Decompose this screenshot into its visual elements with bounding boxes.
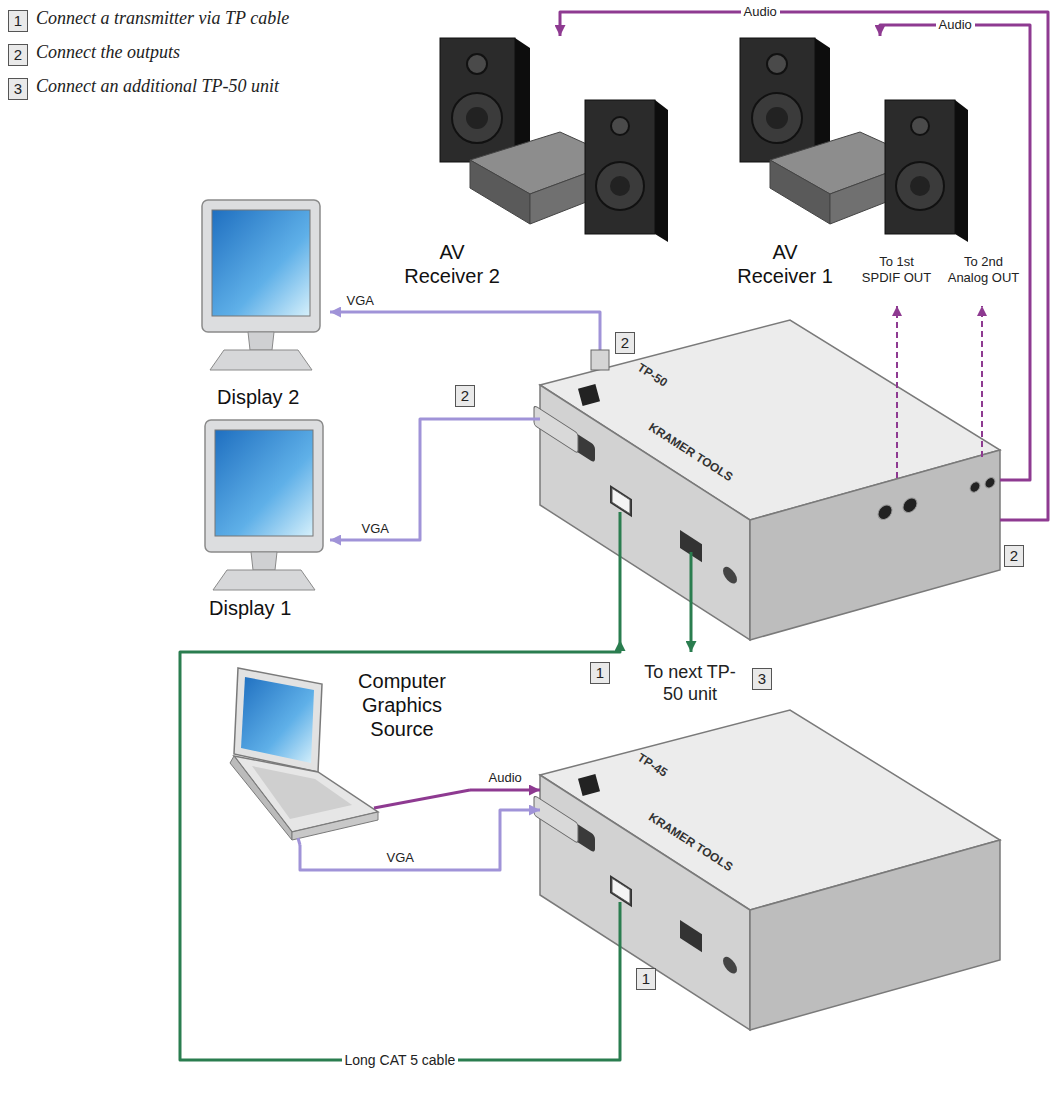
dvi-adapter [591, 350, 609, 370]
device-region: TP-45KRAMER TOOLS [540, 710, 1000, 1030]
cable-connector [180, 640, 620, 1060]
mini-jack [970, 481, 980, 494]
callout-number: 3 [752, 668, 772, 690]
cascade-note: To next TP-50 unit [640, 662, 740, 705]
receiver-unit [534, 320, 1000, 640]
callout-number: 2 [8, 44, 28, 66]
device-marking: KRAMER TOOLS [645, 420, 735, 485]
cable-label: Audio [936, 18, 975, 32]
rca-jack [878, 503, 892, 521]
device-region: Display 1 [190, 415, 330, 630]
unit-side-ports [878, 474, 995, 521]
laptop-lid [234, 668, 322, 772]
callout-number: 1 [8, 10, 28, 32]
device-label: Display 1 [209, 596, 291, 620]
av-set [440, 38, 668, 242]
device-marking: KRAMER TOOLS [645, 810, 735, 875]
cable-connector [300, 810, 540, 870]
cable-label: Long CAT 5 cable [342, 1053, 459, 1068]
cable-label: VGA [347, 294, 374, 308]
cascade-cable [690, 552, 693, 652]
callout-number: 1 [590, 662, 610, 684]
laptop-screen [241, 677, 314, 763]
cable-stub [298, 838, 300, 845]
mini-jack [985, 476, 995, 489]
callout-number: 1 [636, 968, 656, 990]
callout-number: 2 [615, 332, 635, 354]
alt-output-arrow [981, 306, 983, 457]
av-set [740, 38, 968, 242]
device-region: AV Receiver 2 [390, 36, 675, 300]
step-text: Connect an additional TP-50 unit [36, 76, 279, 98]
cable-connector [560, 12, 1048, 520]
cable-connector [330, 312, 600, 330]
output-note: To 1st SPDIF OUT [860, 254, 933, 285]
device-marking: TP-50 [634, 360, 669, 390]
device-label: Display 2 [217, 385, 299, 409]
alt-output-arrow [896, 306, 898, 478]
device-region: Display 2 [190, 195, 330, 413]
cable-label: Audio [489, 771, 522, 785]
cable-stub [374, 790, 470, 808]
callout-number: 2 [455, 385, 475, 407]
rca-jack [903, 496, 917, 514]
cable-connector [470, 789, 540, 792]
cable-connector [330, 419, 540, 540]
laptop-drawing [230, 668, 378, 840]
device-label: AV Receiver 1 [735, 240, 835, 288]
display-drawing [205, 420, 323, 590]
cable-label: Audio [741, 5, 780, 19]
output-note: To 2nd Analog OUT [947, 254, 1020, 285]
device-region: TP-50KRAMER TOOLS [540, 330, 1000, 640]
transmitter-unit [534, 710, 1000, 1030]
laptop-keyboard [252, 766, 352, 819]
display-drawing [202, 200, 320, 370]
callout-number: 3 [8, 78, 28, 100]
callout-number: 2 [1004, 545, 1024, 567]
step-text: Connect a transmitter via TP cable [36, 8, 289, 30]
device-region: Computer Graphics Source [210, 660, 470, 845]
device-marking: TP-45 [634, 750, 669, 780]
cable-label: VGA [387, 851, 414, 865]
cable-connector [880, 25, 1030, 480]
device-label: Computer Graphics Source [342, 669, 462, 741]
cable-label: VGA [362, 522, 389, 536]
device-label: AV Receiver 2 [402, 240, 502, 288]
step-text: Connect the outputs [36, 42, 180, 64]
laptop-edge [292, 812, 378, 840]
cable-stub [599, 330, 602, 352]
